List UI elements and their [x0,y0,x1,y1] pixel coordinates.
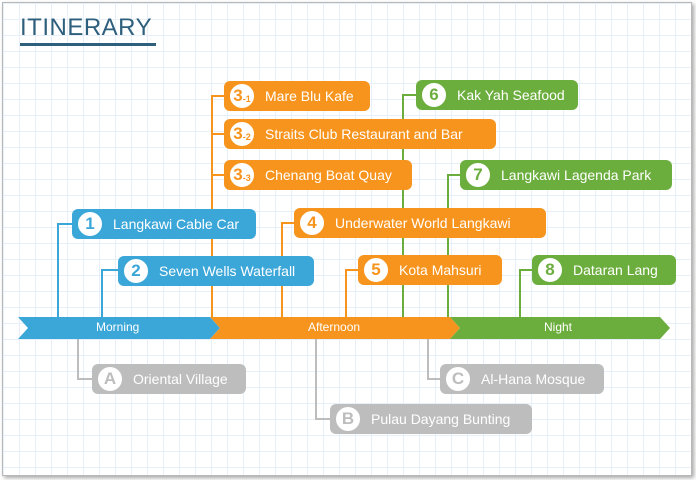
stop-a-label: Oriental Village [133,371,228,387]
connector-7 [447,174,462,317]
connector-5 [345,269,360,317]
stop-c-letter: C [444,365,472,393]
stop-6-label: Kak Yah Seafood [457,87,565,103]
stop-a: A Oriental Village [92,364,246,394]
stop-1-label: Langkawi Cable Car [113,216,240,232]
stop-7: 7 Langkawi Lagenda Park [460,160,672,190]
page-title: ITINERARY [20,14,153,41]
timeline-morning-segment [18,317,220,339]
stop-c: C Al-Hana Mosque [440,364,604,394]
stop-b: B Pulau Dayang Bunting [330,404,532,434]
stop-3-2-label: Straits Club Restaurant and Bar [265,126,463,142]
stop-a-letter: A [96,365,124,393]
stop-2-number: 2 [122,257,150,285]
connector-3 [211,95,226,317]
stop-3-1: 3-1 Mare Blu Kafe [224,81,370,111]
connector-2 [101,269,120,317]
stop-7-label: Langkawi Lagenda Park [501,167,652,183]
stop-3-1-label: Mare Blu Kafe [265,88,354,104]
stop-3-3-number: 3-3 [228,161,256,189]
stop-5-number: 5 [362,256,390,284]
stop-c-label: Al-Hana Mosque [481,371,586,387]
stop-4-number: 4 [298,209,326,237]
stop-1: 1 Langkawi Cable Car [72,209,256,239]
stop-3-3: 3-3 Chenang Boat Quay [224,160,412,190]
stop-5: 5 Kota Mahsuri [358,255,502,285]
stop-b-label: Pulau Dayang Bunting [371,411,511,427]
stop-1-number: 1 [76,210,104,238]
stop-7-number: 7 [464,161,492,189]
connector-8 [519,269,534,317]
stop-b-letter: B [334,405,362,433]
timeline-label-night: Night [544,320,573,334]
connector-a [77,339,94,380]
connector-1 [57,223,74,317]
stop-5-label: Kota Mahsuri [399,262,482,278]
stop-2: 2 Seven Wells Waterfall [118,256,314,286]
title-underline [20,43,156,46]
stop-3-3-label: Chenang Boat Quay [265,167,392,183]
stop-3-1-number: 3-1 [228,82,256,110]
stop-8: 8 Dataran Lang [532,255,676,285]
stop-3-2-number: 3-2 [228,120,256,148]
timeline-afternoon-segment [210,317,460,339]
timeline-label-afternoon: Afternoon [308,320,361,334]
stop-3-2: 3-2 Straits Club Restaurant and Bar [224,119,496,149]
stop-8-label: Dataran Lang [573,262,658,278]
timeline-label-morning: Morning [96,320,140,334]
connector-c [427,339,442,380]
timeline-night-segment [450,317,670,339]
connector-b [315,339,332,420]
stop-8-number: 8 [536,256,564,284]
stop-4-label: Underwater World Langkawi [335,215,511,231]
stop-4: 4 Underwater World Langkawi [294,208,546,238]
stop-2-label: Seven Wells Waterfall [159,263,296,279]
stop-6-number: 6 [420,81,448,109]
stop-6: 6 Kak Yah Seafood [416,80,578,110]
connector-6 [402,94,418,317]
